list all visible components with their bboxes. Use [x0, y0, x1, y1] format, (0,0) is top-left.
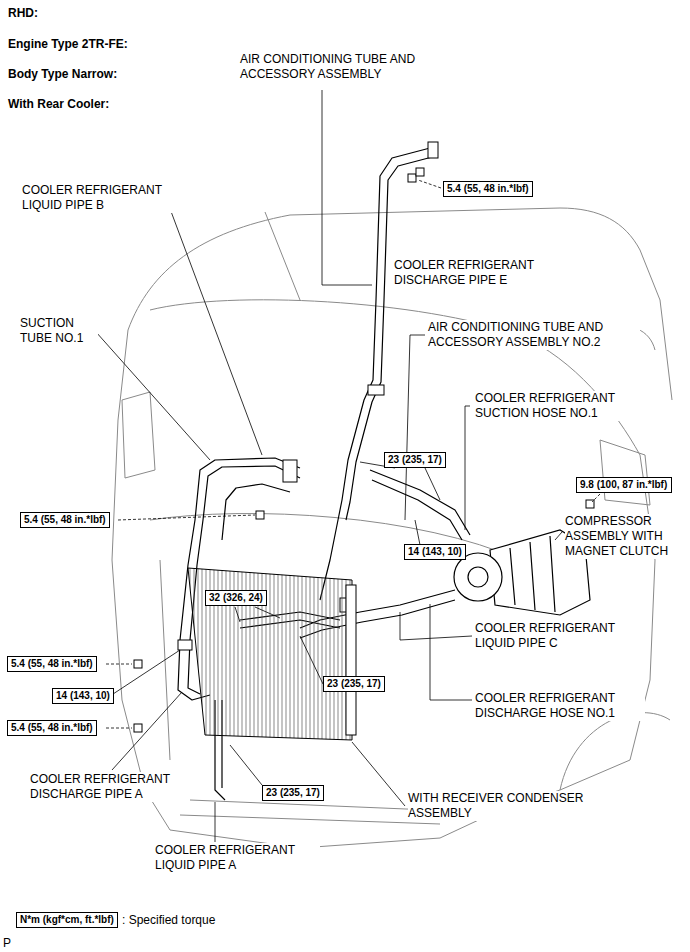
torque-legend-box: N*m (kgf*cm, ft.*lbf) — [16, 912, 118, 928]
leader-line — [110, 650, 180, 696]
vehicle-outline — [180, 815, 440, 824]
torque-value: 23 (235, 17) — [388, 454, 442, 466]
vehicle-outline — [560, 713, 670, 790]
torque-box: 23 (235, 17) — [323, 676, 385, 692]
torque-value: 9.8 (100, 87 in.*lbf) — [580, 479, 667, 491]
leader-line — [430, 604, 472, 700]
vehicle-outline — [122, 392, 155, 478]
leader-line — [405, 335, 425, 520]
torque-value: 32 (326, 24) — [209, 592, 263, 604]
leader-line — [96, 332, 210, 460]
leader-line — [230, 745, 262, 785]
bolt — [134, 724, 142, 732]
part-name: SUCTION TUBE NO.1 — [20, 316, 98, 346]
bolt-leader — [592, 494, 600, 502]
leader-line — [112, 692, 182, 770]
torque-box: 14 (143, 10) — [404, 544, 466, 560]
leader-line — [555, 532, 562, 540]
condition-heading: Body Type Narrow: — [8, 67, 117, 82]
part-name: COOLER REFRIGERANT LIQUID PIPE A — [155, 843, 320, 873]
part-name: COOLER REFRIGERANT DISCHARGE PIPE A — [30, 772, 190, 802]
torque-box: 5.4 (55, 48 in.*lbf) — [20, 512, 110, 528]
leader-line — [215, 802, 216, 842]
leader-line — [255, 607, 280, 618]
leader-line — [166, 198, 262, 455]
torque-value: 5.4 (55, 48 in.*lbf) — [24, 514, 106, 526]
torque-value: 14 (143, 10) — [56, 690, 110, 702]
torque-box: 5.4 (55, 48 in.*lbf) — [7, 720, 97, 736]
bolt — [408, 174, 416, 182]
refrigerant-pipes — [188, 458, 300, 565]
part-name: COOLER REFRIGERANT LIQUID PIPE C — [475, 621, 640, 651]
bolt-leader — [418, 180, 441, 188]
bolt-leader — [106, 728, 132, 729]
part-name: COOLER REFRIGERANT LIQUID PIPE B — [22, 183, 182, 213]
torque-value: 5.4 (55, 48 in.*lbf) — [11, 658, 93, 670]
leader-line — [465, 406, 470, 530]
torque-value: 23 (235, 17) — [266, 787, 320, 799]
compressor — [454, 553, 502, 601]
condenser — [346, 585, 356, 735]
refrigerant-pipes — [370, 470, 470, 535]
condition-heading: Engine Type 2TR-FE: — [8, 37, 128, 52]
vehicle-outline — [150, 300, 640, 455]
condition-heading: RHD: — [8, 6, 38, 21]
torque-value: 23 (235, 17) — [327, 678, 381, 690]
leader-line — [322, 90, 372, 285]
part-name: COOLER REFRIGERANT DISCHARGE PIPE E — [394, 258, 554, 288]
part-name: WITH RECEIVER CONDENSER ASSEMBLY — [408, 791, 608, 821]
vehicle-outline — [190, 800, 430, 810]
bolt — [256, 511, 264, 519]
leader-line — [235, 607, 240, 622]
part-name: AIR CONDITIONING TUBE AND ACCESSORY ASSE… — [428, 320, 640, 350]
legend-text: : Specified torque — [122, 913, 215, 927]
torque-value: 14 (143, 10) — [408, 546, 462, 558]
leader-line — [352, 742, 405, 806]
torque-box: 23 (235, 17) — [384, 452, 446, 468]
bolt-leader — [118, 515, 255, 520]
compressor — [510, 536, 555, 612]
torque-value: 5.4 (55, 48 in.*lbf) — [447, 183, 529, 195]
vehicle-outline — [600, 440, 650, 505]
legend-entry: : Specified torque — [122, 913, 215, 928]
part-name: COOLER REFRIGERANT SUCTION HOSE NO.1 — [475, 391, 640, 421]
torque-box: 9.8 (100, 87 in.*lbf) — [576, 477, 672, 493]
leader-line — [415, 520, 420, 545]
torque-box: 23 (235, 17) — [262, 785, 324, 801]
vehicle-outline — [640, 250, 672, 400]
condenser — [188, 568, 356, 740]
torque-box: 5.4 (55, 48 in.*lbf) — [7, 656, 97, 672]
pipe-fittings — [368, 385, 384, 395]
compressor — [468, 567, 488, 587]
leader-line — [425, 468, 440, 500]
torque-value: 5.4 (55, 48 in.*lbf) — [11, 722, 93, 734]
pipe-fittings — [428, 142, 438, 158]
torque-box: 14 (143, 10) — [52, 688, 114, 704]
part-name: AIR CONDITIONING TUBE AND ACCESSORY ASSE… — [240, 52, 450, 82]
pipe-fittings — [178, 640, 192, 650]
condenser — [188, 568, 352, 740]
pipe-fittings — [283, 460, 297, 482]
torque-value: N*m (kgf*cm, ft.*lbf) — [20, 914, 114, 926]
refrigerant-pipes — [178, 148, 470, 800]
part-name: COMPRESSOR ASSEMBLY WITH MAGNET CLUTCH — [565, 514, 680, 559]
torque-box: 5.4 (55, 48 in.*lbf) — [443, 181, 533, 197]
condition-heading: With Rear Cooler: — [8, 97, 109, 112]
vehicle-outline — [265, 212, 300, 300]
leader-line — [400, 612, 472, 640]
bolt — [134, 660, 142, 668]
leader-line — [300, 636, 323, 684]
refrigerant-pipes — [222, 484, 290, 540]
bolt — [416, 168, 424, 176]
part-name: COOLER REFRIGERANT DISCHARGE HOSE NO.1 — [475, 691, 645, 721]
bolt-leader — [106, 664, 132, 665]
figure-mark: P — [3, 936, 11, 951]
torque-box: 32 (326, 24) — [205, 590, 267, 606]
